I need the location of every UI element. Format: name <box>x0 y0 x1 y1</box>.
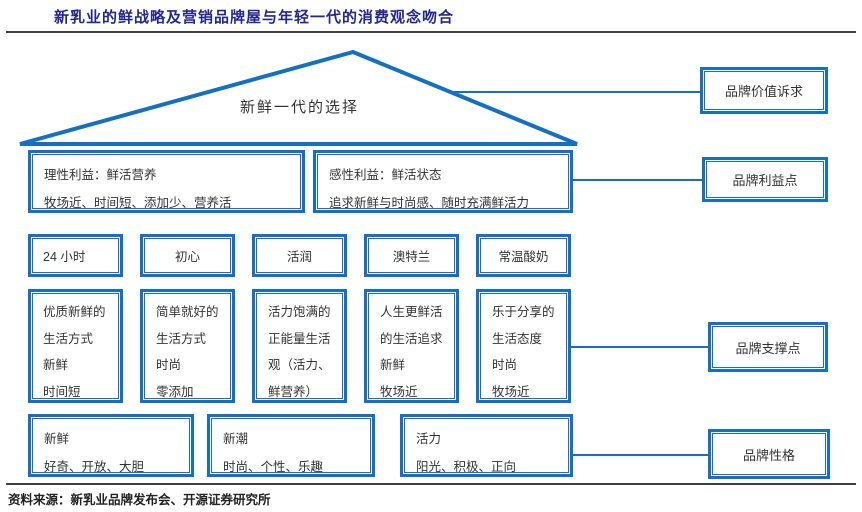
benefit-line: 牧场近、时间短、添加少、营养活 <box>44 196 232 210</box>
personality-line: 好奇、开放、大胆 <box>44 460 145 474</box>
source-note: 资料来源：新乳业品牌发布会、开源证券研究所 <box>8 493 271 507</box>
support-box-2: 简单就好的 生活方式 时尚 零添加 <box>140 289 235 403</box>
title-divider <box>6 31 856 33</box>
support-line: 零添加 <box>156 384 194 399</box>
brand-box-huorun: 活润 <box>252 234 347 277</box>
right-label-brand-value: 品牌价值诉求 <box>700 67 828 114</box>
brand-box-label: 澳特兰 <box>392 250 431 264</box>
benefit-line: 理性利益：鲜活营养 <box>44 168 157 182</box>
connector-brand-benefit <box>573 179 702 181</box>
personality-box-trendy: 新潮 时尚、个性、乐趣 <box>207 414 375 477</box>
brand-box-label: 活润 <box>286 250 312 264</box>
right-label-text: 品牌利益点 <box>732 173 798 188</box>
support-line: 牧场近 <box>492 384 530 399</box>
support-line: 新鲜 <box>43 358 69 372</box>
support-line: 生活态度 <box>492 331 543 346</box>
support-line: 时间短 <box>43 384 81 399</box>
benefit-box-rational: 理性利益：鲜活营养 牧场近、时间短、添加少、营养活 <box>28 150 305 213</box>
roof-label: 新鲜一代的选择 <box>240 99 360 116</box>
brand-box-ambient-yogurt: 常温酸奶 <box>476 234 571 277</box>
personality-box-vigor: 活力 阳光、积极、正向 <box>400 414 573 477</box>
support-line: 牧场近 <box>380 384 418 399</box>
brand-box-chuxin: 初心 <box>140 234 235 277</box>
personality-line: 阳光、积极、正向 <box>416 460 517 474</box>
support-line: 简单就好的 <box>156 305 219 319</box>
brand-box-label: 24 小时 <box>43 250 86 264</box>
support-line: 鲜营养） <box>268 384 319 399</box>
support-box-5: 乐于分享的 生活态度 时尚 牧场近 <box>476 289 571 403</box>
personality-box-fresh: 新鲜 好奇、开放、大胆 <box>28 414 194 477</box>
right-label-brand-support: 品牌支撑点 <box>708 322 828 372</box>
support-line: 人生更鲜活 <box>380 305 443 319</box>
connector-brand-personality <box>573 454 708 456</box>
support-box-1: 优质新鲜的 生活方式 新鲜 时间短 <box>28 289 123 403</box>
benefit-box-emotional: 感性利益：鲜活状态 追求新鲜与时尚感、随时充满鲜活力 <box>313 150 573 213</box>
support-line: 生活方式 <box>156 331 207 346</box>
figure-title: 新乳业的鲜战略及营销品牌屋与年轻一代的消费观念吻合 <box>54 9 455 26</box>
benefit-line: 感性利益：鲜活状态 <box>329 168 442 182</box>
support-box-3: 活力饱满的 正能量生活 观（活力、 鲜营养） <box>252 289 347 403</box>
support-line: 的生活追求 <box>380 331 443 346</box>
brand-box-label: 初心 <box>174 250 200 264</box>
support-line: 优质新鲜的 <box>43 305 106 319</box>
support-line: 乐于分享的 <box>492 305 555 319</box>
right-label-brand-benefit: 品牌利益点 <box>702 157 828 202</box>
support-box-4: 人生更鲜活 的生活追求 新鲜 牧场近 <box>364 289 459 403</box>
right-label-text: 品牌性格 <box>742 447 795 463</box>
connector-brand-support <box>571 346 708 348</box>
support-line: 时尚 <box>156 358 182 372</box>
brand-box-label: 常温酸奶 <box>498 250 549 264</box>
personality-line: 时尚、个性、乐趣 <box>223 460 324 474</box>
support-line: 时尚 <box>492 358 518 372</box>
brand-box-24hour: 24 小时 <box>28 234 123 277</box>
benefit-line: 追求新鲜与时尚感、随时充满鲜活力 <box>329 196 530 210</box>
support-line: 生活方式 <box>43 331 94 346</box>
support-line: 新鲜 <box>380 358 406 372</box>
right-label-text: 品牌支撑点 <box>735 340 801 356</box>
right-label-text: 品牌价值诉求 <box>724 84 803 99</box>
support-line: 活力饱满的 <box>268 305 331 319</box>
support-line: 观（活力、 <box>268 358 331 372</box>
personality-line: 活力 <box>416 432 442 446</box>
personality-line: 新鲜 <box>44 432 70 446</box>
personality-line: 新潮 <box>223 432 249 446</box>
right-label-brand-personality: 品牌性格 <box>708 429 830 479</box>
support-line: 正能量生活 <box>268 331 331 346</box>
brand-box-aotelan: 澳特兰 <box>364 234 459 277</box>
brand-house-roof <box>19 49 578 146</box>
footer-divider <box>6 483 856 485</box>
connector-brand-value <box>450 91 700 93</box>
